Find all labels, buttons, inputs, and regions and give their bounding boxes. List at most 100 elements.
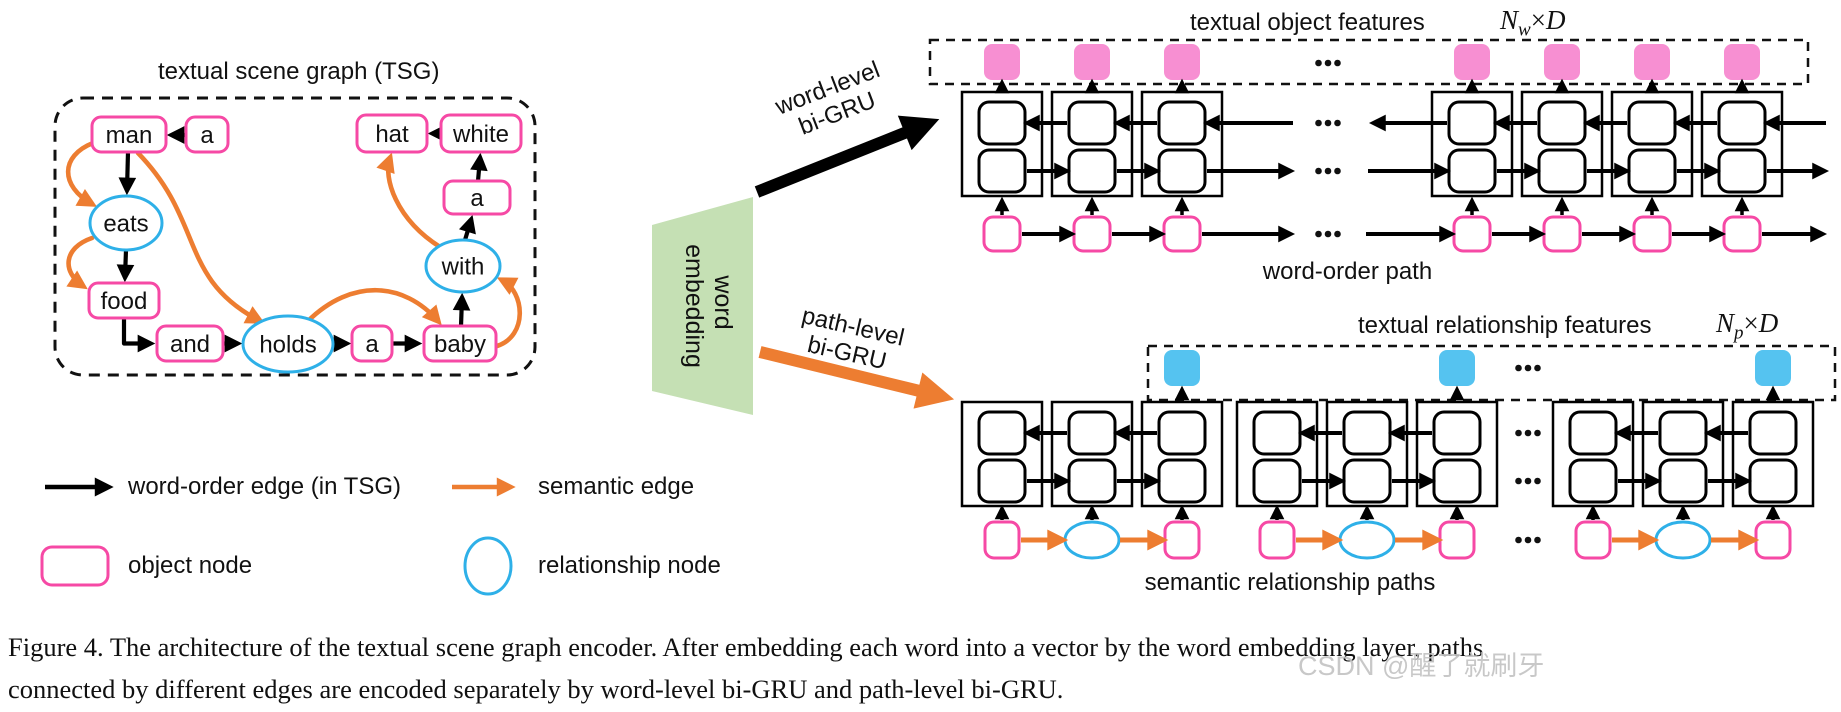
gru-backward-cell — [1157, 410, 1207, 456]
gru-forward-cell — [1432, 458, 1482, 504]
dim-n: N — [1716, 308, 1735, 338]
path-input-square — [1754, 520, 1792, 560]
relationship-feature-square — [1755, 350, 1791, 386]
tsg-node-food — [87, 281, 161, 320]
gru-forward-cell — [1342, 458, 1392, 504]
tsg-node-a1 — [184, 115, 230, 154]
tsg-node-holds — [241, 314, 335, 374]
caption-line1: Figure 4. The architecture of the textua… — [8, 632, 1484, 662]
gru-backward-cell — [1537, 100, 1587, 146]
ellipsis-dots — [1534, 477, 1541, 485]
ellipsis-dots — [1334, 167, 1341, 175]
gru-backward-cell — [1067, 100, 1117, 146]
gru-forward-cell — [1717, 148, 1767, 194]
tsg-node-with — [424, 238, 502, 294]
gru-forward-cell — [977, 148, 1027, 194]
gru-backward-cell — [1627, 100, 1677, 146]
object-feature-square — [984, 44, 1020, 80]
word-order-edge-man-eats — [118, 151, 137, 196]
ellipsis-dots — [1524, 364, 1532, 372]
dim-n: N — [1500, 5, 1519, 35]
path-input-ellipse — [1338, 520, 1396, 560]
gru-forward-cell — [1067, 458, 1117, 504]
tsg-node-label-baby: baby — [434, 331, 486, 358]
gru-forward-cell — [1537, 148, 1587, 194]
ellipsis-dots — [1315, 167, 1322, 175]
legend-relationship-node-label: relationship node — [538, 552, 721, 579]
word-order-path-label: word-order path — [1262, 258, 1433, 285]
tsg-node-man — [90, 115, 168, 154]
tsg-boundary-box — [53, 96, 537, 377]
object-feature-square — [1164, 44, 1200, 80]
word-input-square — [982, 215, 1022, 253]
gru-forward-cell — [1252, 458, 1302, 504]
gru-forward-cell — [1067, 148, 1117, 194]
gru-forward-cell — [1157, 458, 1207, 504]
ellipsis-dots — [1315, 119, 1322, 127]
tsg-node-label-food: food — [101, 288, 148, 315]
ellipsis-dots — [1334, 119, 1341, 127]
dim-times: × — [1530, 5, 1546, 35]
object-feature-square — [1724, 44, 1760, 80]
semantic-paths-label: semantic relationship paths — [1144, 569, 1436, 596]
gru-backward-cell — [1252, 410, 1302, 456]
gru-forward-cell — [1627, 148, 1677, 194]
object-feature-square — [1074, 44, 1110, 80]
path-input-square — [1438, 520, 1476, 560]
tsg-node-label-white: white — [452, 121, 509, 148]
path-input-ellipse — [1063, 520, 1121, 560]
tsg-node-label-man: man — [106, 122, 153, 149]
gru-forward-cell — [1568, 458, 1618, 504]
ellipsis-dots — [1534, 429, 1541, 437]
gru-forward-cell — [1658, 458, 1708, 504]
path-level-bigru — [960, 350, 1815, 560]
dim-sub: w — [1518, 19, 1531, 41]
object-feature-square — [1634, 44, 1670, 80]
tsg-node-hat — [355, 113, 429, 154]
path-input-square — [1258, 520, 1296, 560]
ellipsis-dots — [1524, 477, 1532, 485]
caption-line2: connected by different edges are encoded… — [8, 674, 1064, 704]
dim-d: D — [1545, 5, 1566, 35]
relationship-features-box — [1146, 344, 1837, 402]
gru-forward-cell — [1748, 458, 1798, 504]
word-order-edge-food-and — [121, 318, 156, 353]
tsg-node-label-holds: holds — [259, 332, 316, 359]
tsg-node-label-and: and — [170, 331, 210, 358]
dim-times: × — [1743, 308, 1759, 338]
watermark: CSDN @醒了就刷牙 — [1298, 651, 1545, 681]
semantic-edge-with-hat — [376, 152, 443, 250]
semantic-edge-man-holds — [135, 150, 266, 324]
word-input-square — [1632, 215, 1672, 253]
object-feature-square — [1544, 44, 1580, 80]
gru-forward-cell — [1157, 148, 1207, 194]
relationship-features-dim: Np×D — [1716, 308, 1778, 344]
word-embedding-line2: embedding — [680, 244, 708, 368]
gru-backward-cell — [1067, 410, 1117, 456]
ellipsis-dots — [1515, 429, 1522, 437]
gru-backward-cell — [1447, 100, 1497, 146]
ellipsis-dots — [1324, 119, 1332, 127]
ellipsis-dots — [1334, 59, 1341, 67]
ellipsis-dots — [1315, 59, 1322, 67]
tsg-node-eats — [88, 194, 164, 252]
gru-backward-cell — [1717, 100, 1767, 146]
ellipsis-dots — [1524, 429, 1532, 437]
legend-word-order-label: word-order edge (in TSG) — [128, 473, 401, 500]
semantic-edge-holds-baby — [305, 288, 442, 326]
dim-sub: p — [1734, 322, 1744, 344]
path-level-flow-arrow — [758, 346, 955, 409]
gru-backward-cell — [977, 100, 1027, 146]
word-embedding-block — [652, 197, 753, 415]
object-features-label: textual object features — [1190, 9, 1425, 36]
ellipsis-dots — [1324, 167, 1332, 175]
path-input-square — [1163, 520, 1201, 560]
semantic-edge-baby-with — [494, 277, 522, 349]
ellipsis-dots — [1515, 477, 1522, 485]
word-embedding-label: word embedding — [680, 244, 737, 368]
tsg-node-baby — [422, 324, 498, 363]
tsg-node-label-eats: eats — [103, 211, 148, 238]
ellipsis-dots — [1524, 536, 1532, 544]
